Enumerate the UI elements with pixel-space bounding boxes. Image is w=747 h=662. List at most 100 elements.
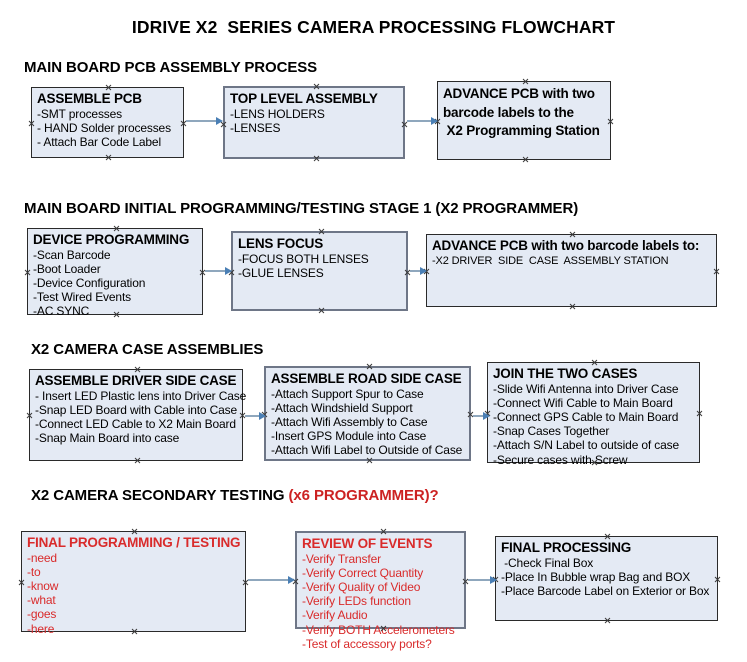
node-final-processing[interactable]: FINAL PROCESSING -Check Final Box -Place… [495, 536, 718, 621]
connector-handle-top[interactable] [113, 225, 120, 232]
node-line: -Verify Transfer [302, 551, 381, 566]
node-line: -Connect GPS Cable to Main Board [493, 409, 679, 424]
connector-handle-bottom[interactable] [313, 155, 320, 162]
connector-handle-top[interactable] [313, 83, 320, 90]
node-line: -Verify LEDs function [302, 594, 411, 609]
section-heading-main-board-pcb-assembly: MAIN BOARD PCB ASSEMBLY PROCESS [24, 59, 318, 76]
node-line: -Secure cases with Screw [493, 452, 628, 467]
node-line: -Verify Audio [302, 608, 368, 623]
connector-handle-right[interactable] [607, 118, 614, 125]
node-line: -GLUE LENSES [238, 265, 324, 280]
connector-handle-top[interactable] [522, 78, 529, 85]
connector-handle-top[interactable] [569, 231, 576, 238]
node-line: -Connect Wifi Cable to Main Board [493, 395, 673, 410]
node-final-programming-testing[interactable]: FINAL PROGRAMMING / TESTING -need -to -k… [18, 528, 249, 636]
node-line: -Verify Quality of Video [302, 579, 421, 594]
connector-handle-bottom[interactable] [522, 156, 529, 163]
node-advance-pcb-to-x2-programming-station[interactable]: ADVANCE PCB with two barcode labels to t… [437, 81, 611, 160]
connector-handle-top[interactable] [604, 533, 611, 540]
connector-handle-right[interactable] [239, 412, 246, 419]
section-heading-x2-camera-case-assemblies: X2 CAMERA CASE ASSEMBLIES [31, 341, 264, 358]
node-title: LENS FOCUS [238, 236, 324, 251]
connector-handle-top[interactable] [131, 528, 138, 535]
node-line: -Attach Support Spur to Case [271, 386, 424, 401]
node-line: -LENS HOLDERS [230, 106, 325, 121]
node-line: -Insert GPS Module into Case [271, 429, 427, 444]
connector-handle-top[interactable] [105, 84, 112, 91]
connector-handle-left[interactable] [228, 269, 235, 276]
node-top-level-assembly[interactable]: TOP LEVEL ASSEMBLY -LENS HOLDERS -LENSES [223, 86, 405, 159]
node-line: -Attach Windshield Support [271, 400, 413, 415]
arrow-device-programming-to-lens-focus [205, 266, 233, 276]
connector-handle-left[interactable] [484, 410, 491, 417]
node-line: -X2 DRIVER SIDE CASE ASSEMBLY STATION [432, 254, 669, 267]
connector-handle-right[interactable] [713, 268, 720, 275]
connector-handle-bottom[interactable] [569, 303, 576, 310]
node-line: -Device Configuration [33, 275, 146, 290]
connector-handle-bottom[interactable] [604, 617, 611, 624]
connector-handle-right[interactable] [242, 579, 249, 586]
connector-handle-right[interactable] [462, 578, 469, 585]
node-line: -Snap Main Board into case [35, 431, 180, 446]
node-advance-pcb-to-driver-side-case-station[interactable]: ADVANCE PCB with two barcode labels to: … [426, 234, 717, 307]
node-line: -Boot Loader [33, 261, 101, 276]
node-line: -Verify Correct Quantity [302, 565, 424, 580]
node-assemble-road-side-case[interactable]: ASSEMBLE ROAD SIDE CASE -Attach Support … [264, 366, 471, 461]
connector-handle-left[interactable] [261, 411, 268, 418]
connector-handle-bottom[interactable] [318, 307, 325, 314]
node-line: -Attach Wifi Label to Outside of Case [271, 443, 463, 458]
connector-handle-left[interactable] [492, 576, 499, 583]
connector-handle-left[interactable] [220, 121, 227, 128]
node-line: -here [27, 621, 55, 636]
node-line: -SMT processes [37, 106, 123, 121]
connector-handle-left[interactable] [18, 579, 25, 586]
node-line: -Test Wired Events [33, 290, 131, 305]
connector-handle-top[interactable] [134, 366, 141, 373]
connector-handle-bottom[interactable] [105, 154, 112, 161]
node-title: ASSEMBLE ROAD SIDE CASE [271, 371, 462, 386]
node-line: -Snap LED Board with Cable into Case [35, 402, 238, 417]
connector-handle-right[interactable] [180, 120, 187, 127]
node-line: - Insert LED Plastic lens into Driver Ca… [35, 388, 247, 403]
node-review-of-events[interactable]: REVIEW OF EVENTS -Verify Transfer -Verif… [292, 528, 469, 651]
node-line: -LENSES [230, 120, 281, 135]
connector-handle-left[interactable] [26, 412, 33, 419]
connector-handle-left[interactable] [434, 118, 441, 125]
node-join-the-two-cases[interactable]: JOIN THE TWO CASES -Slide Wifi Antenna i… [484, 359, 703, 467]
node-line: -Attach S/N Label to outside of case [493, 438, 680, 453]
connector-handle-right[interactable] [714, 576, 721, 583]
node-title: ASSEMBLE PCB [37, 91, 142, 106]
node-line: -Slide Wifi Antenna into Driver Case [493, 381, 679, 396]
connector-handle-top[interactable] [366, 363, 373, 370]
connector-handle-right[interactable] [199, 269, 206, 276]
node-device-programming[interactable]: DEVICE PROGRAMMING -Scan Barcode -Boot L… [24, 225, 206, 319]
connector-handle-top[interactable] [591, 359, 598, 366]
node-lens-focus[interactable]: LENS FOCUS -FOCUS BOTH LENSES -GLUE LENS… [231, 231, 408, 311]
arrow-top-level-to-advance-pcb [407, 116, 439, 126]
connector-handle-right[interactable] [467, 411, 474, 418]
connector-handle-bottom[interactable] [366, 457, 373, 464]
node-line: -Scan Barcode [33, 247, 111, 262]
arrow-assemble-pcb-to-top-level [186, 116, 224, 126]
node-assemble-driver-side-case[interactable]: ASSEMBLE DRIVER SIDE CASE - Insert LED P… [26, 366, 247, 464]
connector-handle-right[interactable] [696, 410, 703, 417]
connector-handle-left[interactable] [423, 268, 430, 275]
connector-handle-left[interactable] [24, 269, 31, 276]
node-line: -AC SYNC [33, 304, 90, 319]
node-line: -Connect LED Cable to X2 Main Board [35, 416, 236, 431]
connector-handle-right[interactable] [401, 121, 408, 128]
connector-handle-left[interactable] [292, 578, 299, 585]
connector-handle-top[interactable] [318, 228, 325, 235]
node-line: -Check Final Box [501, 555, 594, 570]
node-line: -what [27, 593, 56, 608]
node-title: ADVANCE PCB with two barcode labels to t… [443, 86, 600, 138]
connector-handle-left[interactable] [28, 120, 35, 127]
node-title: DEVICE PROGRAMMING [33, 232, 190, 247]
connector-handle-right[interactable] [404, 269, 411, 276]
node-title: FINAL PROCESSING [501, 540, 632, 555]
connector-handle-top[interactable] [380, 528, 387, 535]
node-assemble-pcb[interactable]: ASSEMBLE PCB -SMT processes - HAND Solde… [31, 87, 184, 158]
section-heading-main-board-initial-programming: MAIN BOARD INITIAL PROGRAMMING/TESTING S… [24, 200, 579, 217]
connector-handle-bottom[interactable] [134, 457, 141, 464]
